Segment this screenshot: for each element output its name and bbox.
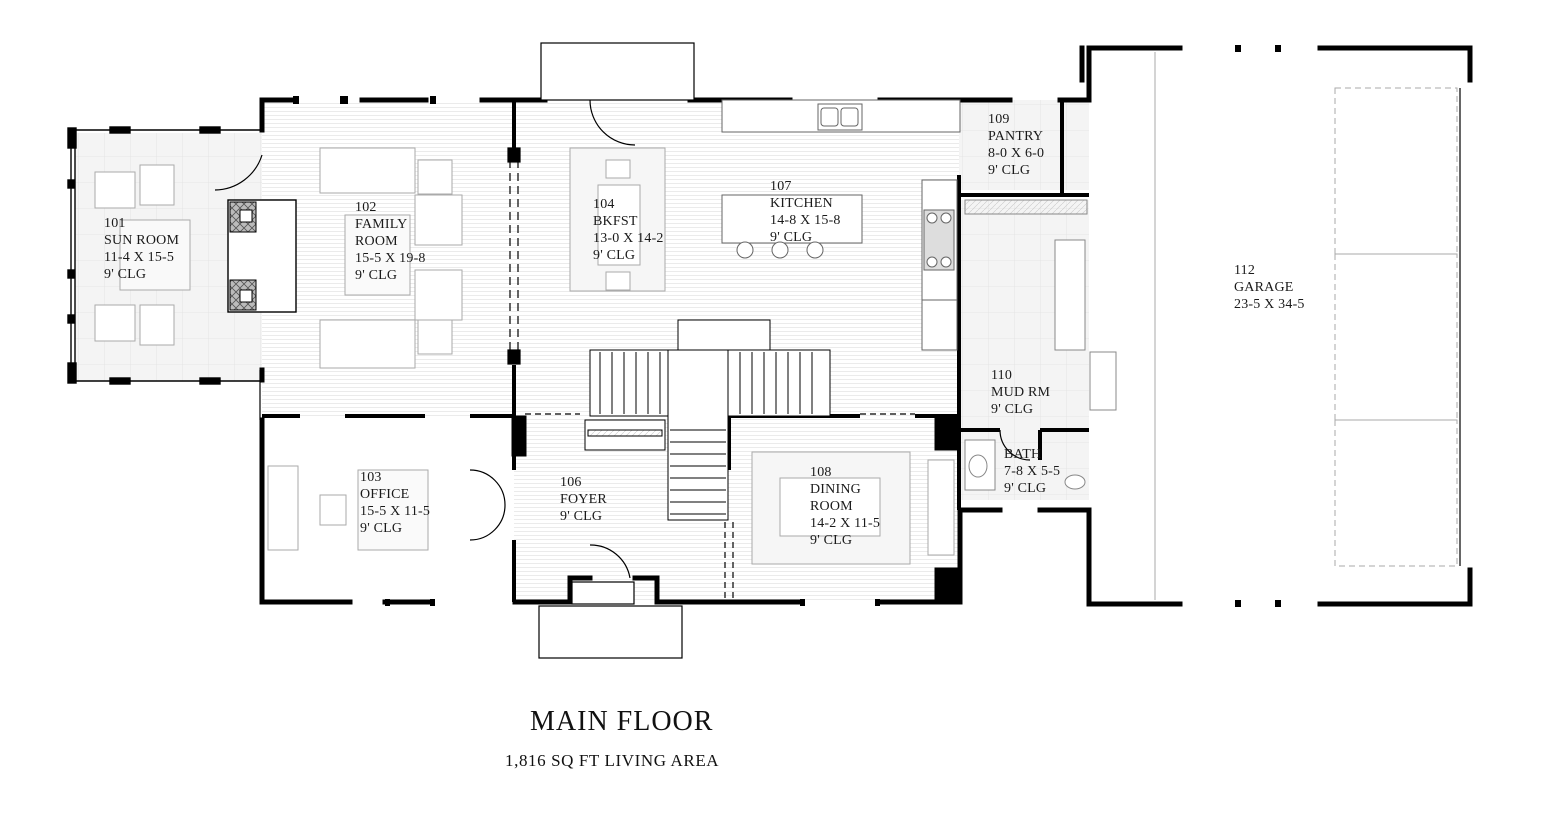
room-ceiling: 9' CLG [104, 267, 147, 282]
sun-room-walls [67, 126, 262, 385]
room-number: 108 [810, 465, 832, 480]
room-ceiling: 9' CLG [355, 268, 398, 283]
room-name: KITCHEN [770, 196, 833, 211]
plan-subtitle: 1,816 SQ FT LIVING AREA [505, 751, 720, 770]
room-label-bkfst: 104 BKFST 13-0 X 14-2 9' CLG [593, 196, 664, 264]
room-size: 11-4 X 15-5 [104, 250, 175, 265]
room-label-dining-room: 108 DINING ROOM 14-2 X 11-5 9' CLG [810, 464, 880, 549]
room-size: 7-8 X 5-5 [1004, 464, 1061, 479]
room-number: 106 [560, 475, 582, 490]
room-name: FAMILY [355, 217, 408, 232]
room-label-foyer: 106 FOYER 9' CLG [560, 474, 607, 525]
room-number: 109 [988, 112, 1010, 127]
room-number: 102 [355, 200, 377, 215]
room-ceiling: 9' CLG [810, 533, 853, 548]
room-ceiling: 9' CLG [991, 402, 1034, 417]
room-size: 13-0 X 14-2 [593, 231, 664, 246]
kitchen-fixtures [721, 99, 961, 351]
window-markers [293, 45, 1281, 607]
dining-table [751, 451, 955, 565]
room-name: OFFICE [360, 487, 410, 502]
room-label-bath: BATH 7-8 X 5-5 9' CLG [1004, 446, 1060, 497]
room-label-garage: 112 GARAGE 23-5 X 34-5 [1234, 262, 1305, 313]
room-number: 101 [104, 216, 126, 231]
room-ceiling: 9' CLG [560, 509, 603, 524]
garage-bays [1154, 52, 1461, 600]
plan-title: MAIN FLOOR [530, 706, 714, 737]
room-size: 14-8 X 15-8 [770, 213, 841, 228]
door-openings [214, 99, 1031, 598]
sun-room-furniture [94, 164, 191, 346]
room-number: 107 [770, 179, 792, 194]
foyer-closet [511, 415, 958, 603]
room-name: BATH [1004, 447, 1042, 462]
room-size: 15-5 X 19-8 [355, 251, 426, 266]
room-name: MUD RM [991, 385, 1051, 400]
family-room-furniture [319, 147, 463, 369]
room-ceiling: 9' CLG [593, 248, 636, 263]
room-number: 103 [360, 470, 382, 485]
room-name: ROOM [810, 499, 853, 514]
interior-walls [262, 100, 1089, 602]
room-ceiling: 9' CLG [1004, 481, 1047, 496]
room-ceiling: 9' CLG [360, 521, 403, 536]
room-ceiling: 9' CLG [988, 163, 1031, 178]
room-name: GARAGE [1234, 280, 1294, 295]
room-label-kitchen: 107 KITCHEN 14-8 X 15-8 9' CLG [770, 178, 841, 246]
room-label-office: 103 OFFICE 15-5 X 11-5 9' CLG [360, 469, 430, 537]
room-label-mud-rm: 110 MUD RM 9' CLG [991, 367, 1050, 418]
room-label-pantry: 109 PANTRY 8-0 X 6-0 9' CLG [988, 111, 1044, 179]
room-ceiling: 9' CLG [770, 230, 813, 245]
room-number: 112 [1234, 263, 1256, 278]
room-label-sun-room: 101 SUN ROOM 11-4 X 15-5 9' CLG [104, 215, 179, 283]
room-size: 23-5 X 34-5 [1234, 297, 1305, 312]
room-name: PANTRY [988, 129, 1044, 144]
room-number: 104 [593, 197, 615, 212]
room-name: BKFST [593, 214, 638, 229]
mudroom-bath-fixtures [964, 199, 1117, 491]
porch-steps [538, 42, 695, 659]
room-label-family-room: 102 FAMILY ROOM 15-5 X 19-8 9' CLG [355, 199, 426, 284]
room-size: 8-0 X 6-0 [988, 146, 1045, 161]
breakfast-table [569, 147, 666, 292]
fireplace [227, 199, 297, 313]
room-name: ROOM [355, 234, 398, 249]
room-number: 110 [991, 368, 1013, 383]
room-name: DINING [810, 482, 861, 497]
office-furniture [267, 465, 429, 551]
staircase [589, 319, 831, 521]
room-size: 15-5 X 11-5 [360, 504, 431, 519]
room-name: SUN ROOM [104, 233, 180, 248]
room-name: FOYER [560, 492, 607, 507]
room-size: 14-2 X 11-5 [810, 516, 881, 531]
